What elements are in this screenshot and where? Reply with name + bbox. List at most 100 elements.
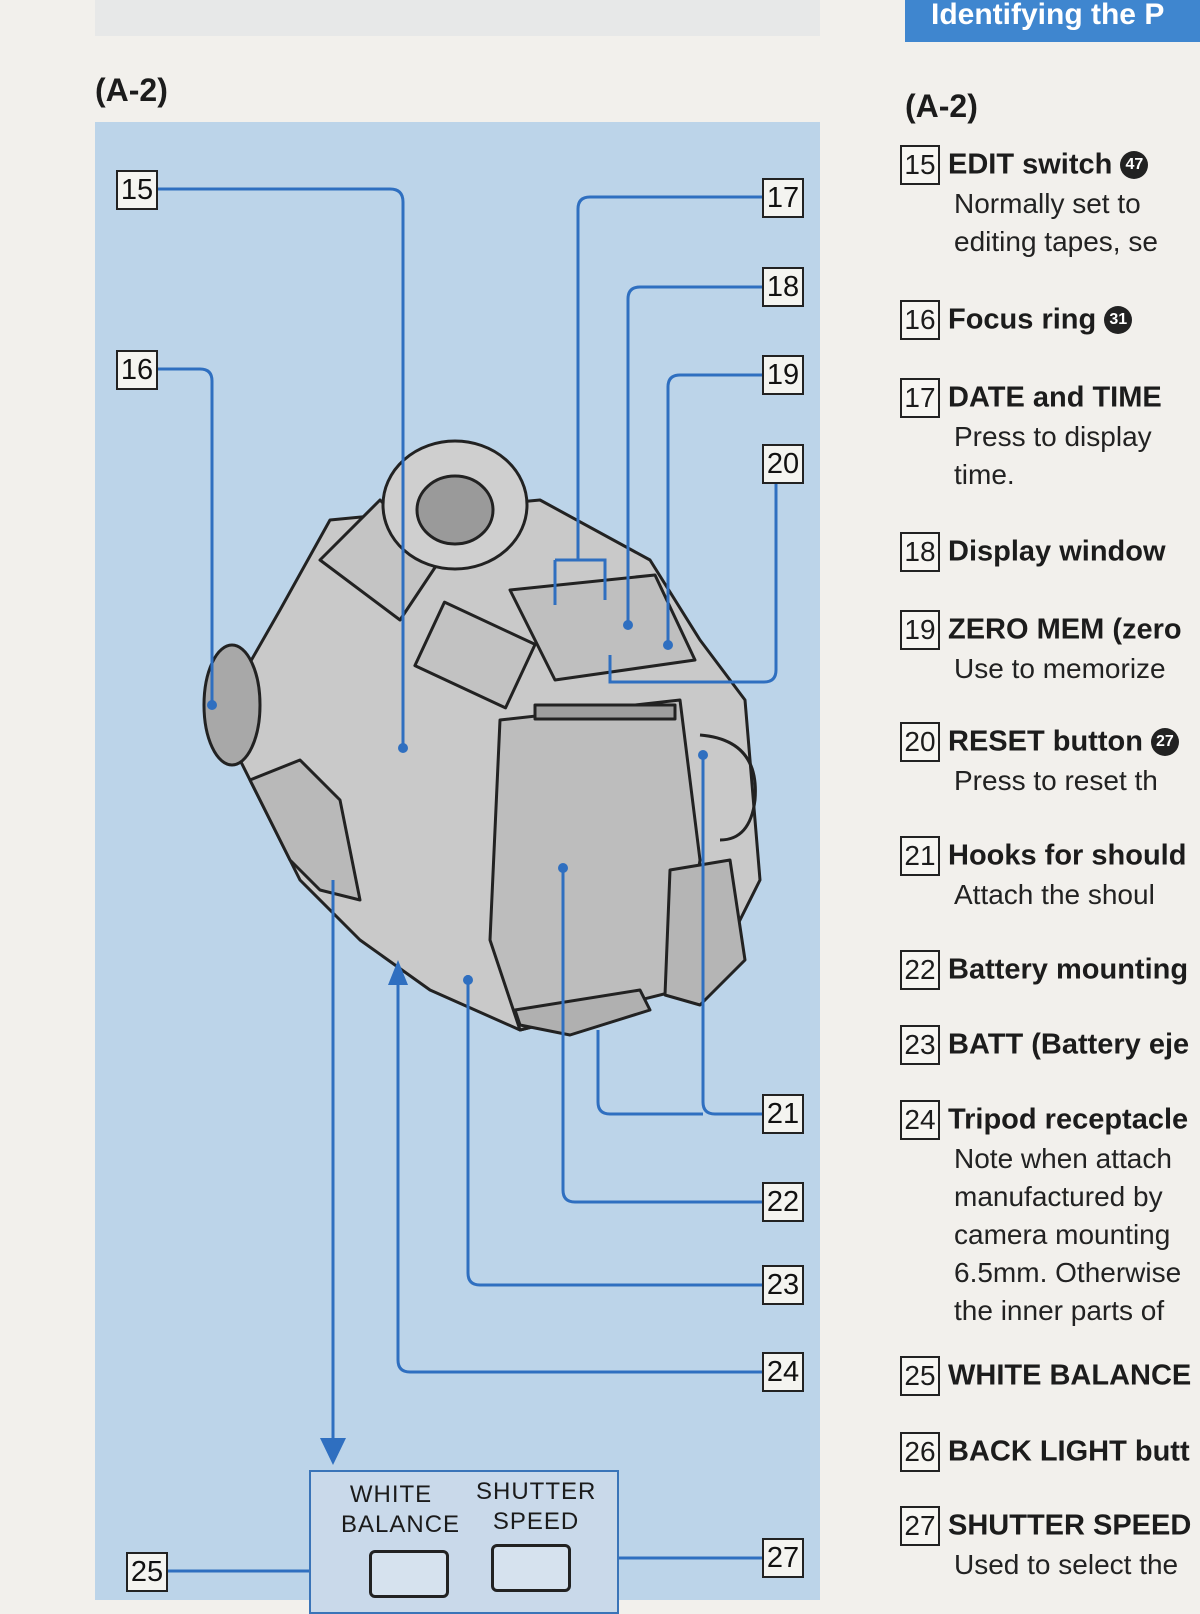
callout-24: 24 <box>762 1352 804 1392</box>
description-title: Tripod receptacle <box>948 1103 1189 1136</box>
description-number: 24 <box>900 1100 940 1140</box>
callout-20: 20 <box>762 444 804 484</box>
description-text: Used to select the <box>954 1549 1179 1580</box>
callout-19: 19 <box>762 355 804 395</box>
description-text: manufactured by <box>954 1181 1163 1212</box>
description-number: 25 <box>900 1356 940 1396</box>
battery-pack <box>663 858 747 1007</box>
description-text: the inner parts of <box>954 1295 1165 1326</box>
focus-ring <box>202 643 262 767</box>
button-panel-inset: WHITE BALANCE SHUTTER SPEED <box>309 1470 619 1614</box>
description-number: 22 <box>900 950 940 990</box>
card-slot <box>533 703 677 721</box>
top-margin-strip <box>95 0 820 36</box>
description-text: camera mounting <box>954 1219 1171 1250</box>
description-number: 20 <box>900 722 940 762</box>
bottom-plate <box>513 988 652 1037</box>
description-number: 23 <box>900 1025 940 1065</box>
description-number: 18 <box>900 532 940 572</box>
description-text: editing tapes, se <box>954 226 1158 257</box>
leader-21 <box>596 755 762 1116</box>
leader-15 <box>158 187 405 748</box>
description-title: Display window <box>948 535 1166 568</box>
viewfinder-lens <box>415 474 495 546</box>
description-number: 15 <box>900 145 940 185</box>
callout-25: 25 <box>126 1552 168 1592</box>
arrow-up-24 <box>388 960 408 985</box>
description-text: Note when attach <box>954 1143 1172 1174</box>
description-text: time. <box>954 459 1015 490</box>
leader-18 <box>626 285 762 625</box>
shutter-speed-button[interactable] <box>491 1544 571 1592</box>
page-header-tab: Identifying the P <box>905 0 1200 42</box>
description-text: Press to display <box>954 421 1152 452</box>
description-number: 26 <box>900 1432 940 1472</box>
callout-18: 18 <box>762 267 804 307</box>
description-title: EDIT switch <box>948 148 1113 181</box>
diagram-section-label: (A-2) <box>95 72 168 108</box>
leader-17 <box>553 195 762 605</box>
callout-16: 16 <box>116 350 158 390</box>
page-reference-badge: 31 <box>1104 306 1133 334</box>
description-title: BATT (Battery eje <box>948 1028 1190 1061</box>
leader-19 <box>666 373 762 645</box>
leader-16 <box>158 367 214 705</box>
page-reference-badge: 27 <box>1150 728 1179 756</box>
callout-23: 23 <box>762 1265 804 1305</box>
arrow-down-panel <box>320 1438 346 1465</box>
page-header-title: Identifying the P <box>931 0 1165 31</box>
description-number: 27 <box>900 1506 940 1546</box>
callout-17: 17 <box>762 178 804 218</box>
shutter-speed-label: SHUTTER SPEED <box>476 1478 597 1535</box>
description-text: Press to reset th <box>954 765 1158 796</box>
description-number: 21 <box>900 836 940 876</box>
description-title: DATE and TIME <box>948 381 1162 414</box>
description-text: Normally set to <box>954 188 1141 219</box>
leader-lines <box>158 187 778 1573</box>
description-title: Battery mounting <box>948 953 1189 986</box>
description-title: SHUTTER SPEED <box>948 1509 1192 1542</box>
page-reference-badge: 47 <box>1120 151 1149 179</box>
description-title: Hooks for should <box>948 839 1187 872</box>
shoulder-strap-hook <box>699 733 757 842</box>
description-title: RESET button <box>948 725 1143 758</box>
callout-27: 27 <box>762 1538 804 1578</box>
description-title: BACK LIGHT butt <box>948 1435 1190 1468</box>
leader-20 <box>608 480 778 684</box>
description-number: 19 <box>900 610 940 650</box>
description-title: WHITE BALANCE <box>948 1359 1192 1392</box>
descriptions-section-label: (A-2) <box>905 88 978 124</box>
handstrap <box>248 758 362 902</box>
description-title: ZERO MEM (zero <box>948 613 1182 646</box>
leader-23 <box>466 975 762 1287</box>
description-text: 6.5mm. Otherwise <box>954 1257 1182 1288</box>
white-balance-button[interactable] <box>369 1550 449 1598</box>
camcorder-illustration <box>202 439 762 1037</box>
leader-24 <box>396 975 762 1374</box>
